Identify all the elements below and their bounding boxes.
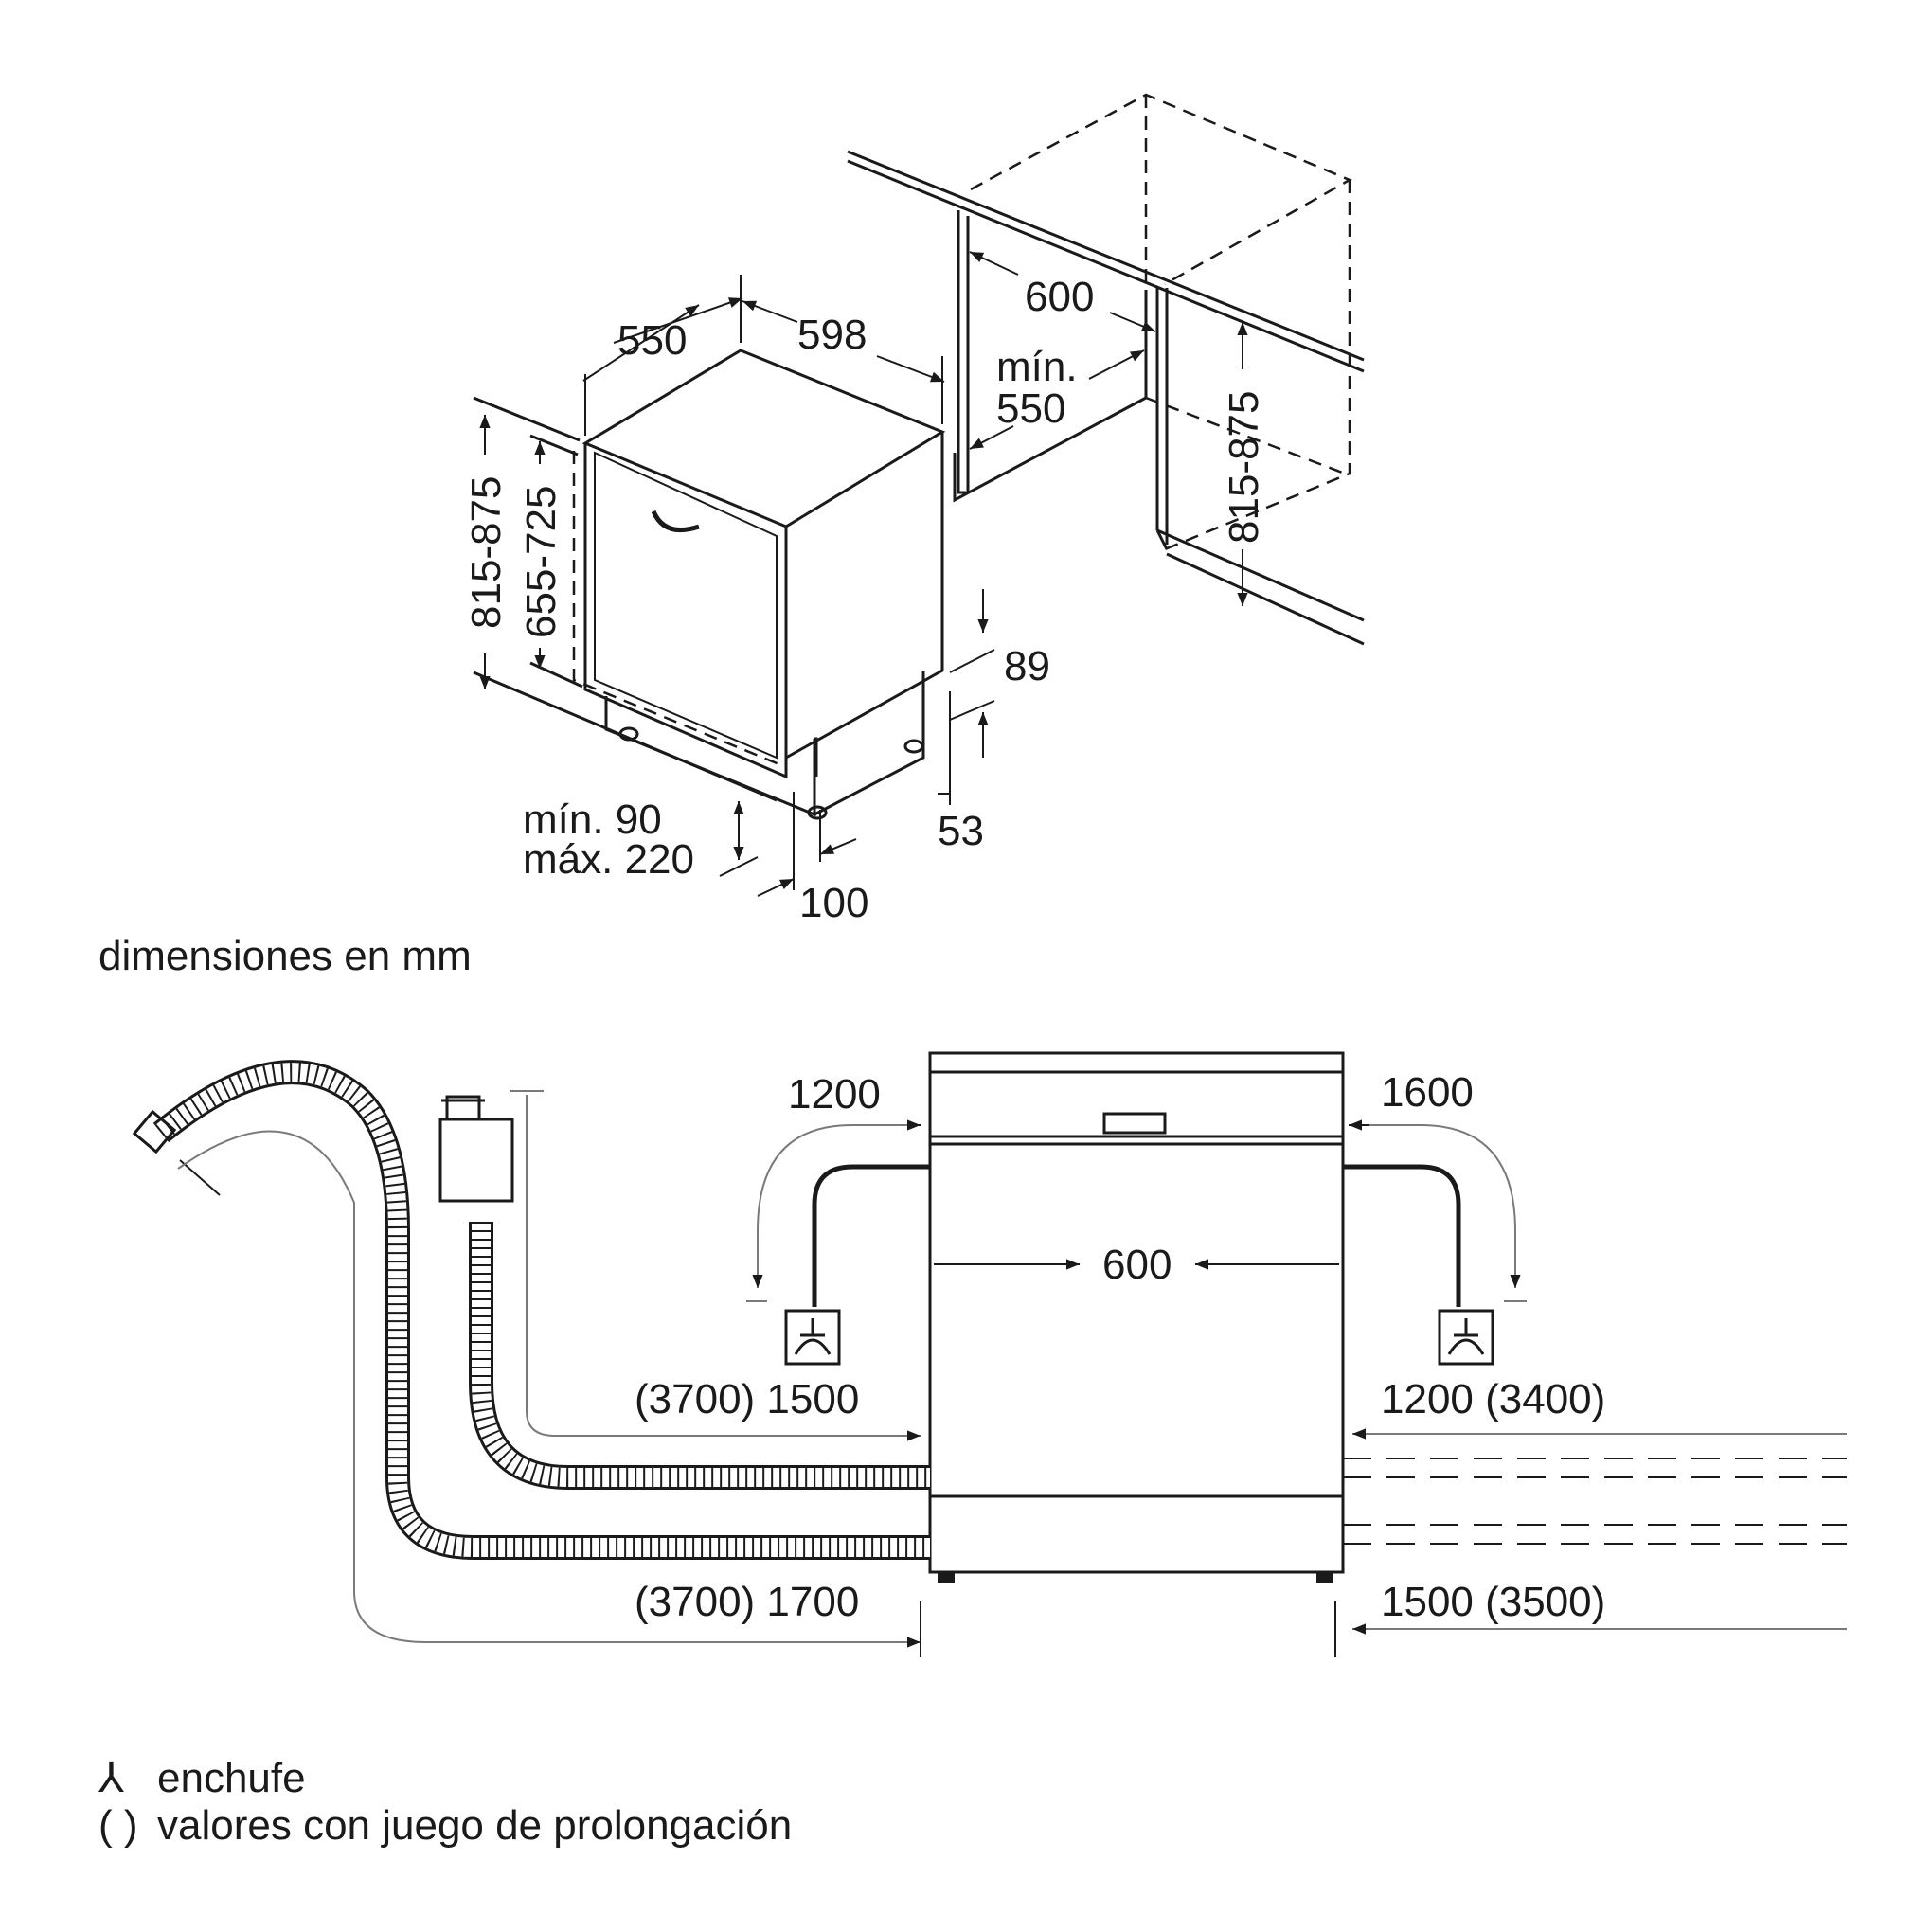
depth-dim-line	[582, 304, 700, 382]
ref-line	[529, 434, 579, 456]
plinth-depth-dim	[757, 878, 795, 897]
niche-depth-label-2: 550	[996, 385, 1065, 432]
power-right-label: 1600	[1381, 1069, 1474, 1116]
socket-icon-left	[784, 1309, 841, 1366]
drain-reach-left	[526, 1095, 921, 1441]
ref-line	[473, 671, 778, 802]
appliance-isometric	[572, 349, 946, 820]
width-dim-line	[876, 355, 945, 383]
socket-icon-right	[1438, 1309, 1494, 1366]
foot	[1316, 1572, 1333, 1583]
supply-reach-left	[177, 1130, 921, 1648]
power-left-label: 1200	[788, 1071, 881, 1118]
plinth-bottom-label: 53	[938, 808, 984, 854]
legend-plug-label: enchufe	[157, 1755, 306, 1801]
supply-left-label: (3700) 1700	[635, 1579, 859, 1625]
niche-depth-dim	[969, 425, 1014, 450]
ref-line	[473, 396, 581, 442]
power-cable-right	[1343, 1164, 1461, 1307]
legend-parens-label: valores con juego de prolongación	[157, 1802, 792, 1849]
power-reach-right	[1354, 1124, 1521, 1288]
supply-hose	[132, 1060, 930, 1560]
ext-line	[949, 649, 995, 673]
plinth-depth-label: 100	[799, 880, 868, 926]
control-panel-display	[1102, 1112, 1167, 1135]
foot	[938, 1572, 955, 1583]
plinth-top-label: 89	[1004, 643, 1050, 689]
depth-dim-line	[613, 297, 743, 344]
height-door-label: 655-725	[518, 486, 564, 638]
depth-label: 550	[617, 317, 687, 364]
niche-width-dim	[1109, 312, 1156, 332]
power-reach-left	[752, 1124, 919, 1288]
niche-depth-label-1: mín.	[996, 344, 1078, 390]
width-dim-line	[742, 300, 798, 323]
plinth-depth-dim	[819, 838, 857, 855]
plinth-height-label-2: máx. 220	[523, 836, 694, 883]
supply-right-label: 1500 (3500)	[1381, 1579, 1605, 1625]
units-note: dimensiones en mm	[98, 933, 472, 979]
plinth-height-label-1: mín. 90	[523, 796, 662, 843]
ext-line	[179, 1159, 221, 1196]
ext-line	[949, 700, 995, 721]
niche-depth-dim	[1088, 349, 1145, 380]
width-label: 598	[797, 312, 867, 358]
appliance-front	[928, 1051, 1345, 1583]
niche-height-label: 815-875	[1221, 391, 1267, 544]
drain-hose	[438, 1095, 930, 1490]
ext-line	[719, 856, 759, 877]
height-door-dim: 655-725	[518, 441, 564, 669]
legend-parens-symbol: ( )	[98, 1802, 138, 1849]
height-total-dim: 815-875	[463, 415, 510, 689]
power-cable-left	[812, 1164, 930, 1307]
plug-symbol-icon: ⅄	[98, 1755, 124, 1801]
niche-cabinet	[847, 93, 1365, 646]
width-label-front: 600	[1102, 1242, 1172, 1288]
niche-width-label: 600	[1025, 274, 1094, 320]
drain-right-label: 1200 (3400)	[1381, 1376, 1605, 1422]
drain-left-label: (3700) 1500	[635, 1376, 859, 1422]
legend: ⅄ enchufe ( ) valores con juego de prolo…	[98, 1755, 792, 1849]
height-total-label: 815-875	[463, 476, 510, 629]
niche-height-dim: 815-875	[1221, 322, 1267, 606]
niche-width-dim	[969, 251, 1019, 276]
